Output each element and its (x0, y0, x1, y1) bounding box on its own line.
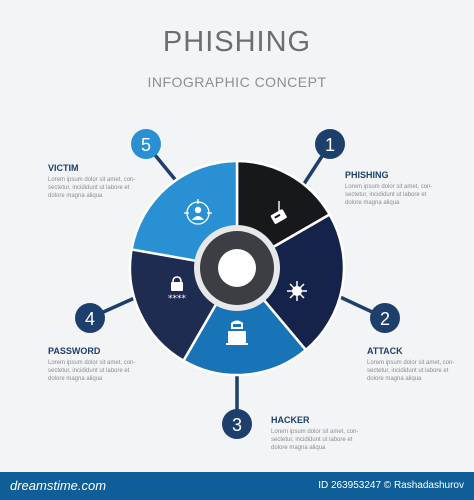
cycle-diagram: **** 1 2 3 4 5 (75, 129, 400, 439)
step-circle-2[interactable]: 2 (370, 303, 400, 333)
svg-text:****: **** (168, 294, 187, 304)
step-circle-4[interactable]: 4 (75, 303, 105, 333)
step-number-5: 5 (141, 135, 151, 155)
description-line: dolore magna aliqua (48, 193, 103, 199)
footer-bar: dreamstime.com ID 263953247 © Rashadashu… (0, 472, 474, 500)
target-person-icon (184, 199, 212, 225)
hacker-laptop-icon (226, 320, 248, 345)
step-label-hacker: HACKER (271, 415, 310, 425)
description-line: Lorem ipsum dolor sit amet, con- (48, 177, 136, 183)
page-subtitle: INFOGRAPHIC CONCEPT (147, 74, 327, 90)
step-label-attack: ATTACK (367, 346, 403, 356)
virus-icon (287, 281, 307, 301)
description-line: sectetur, incididunt ut labore et (345, 192, 427, 198)
step-number-1: 1 (325, 135, 335, 155)
step-description-phishing: Lorem ipsum dolor sit amet, con- sectetu… (345, 183, 437, 207)
description-line: dolore magna aliqua (48, 376, 103, 382)
center-hole (218, 249, 256, 287)
description-line: sectetur, incididunt ut labore et (48, 368, 130, 374)
description-line: sectetur, incididunt ut labore et (271, 437, 353, 443)
step-label-phishing: PHISHING (345, 170, 389, 180)
step-number-2: 2 (380, 309, 390, 329)
footer-brand[interactable]: dreamstime.com (10, 478, 107, 493)
description-line: dolore magna aliqua (367, 376, 422, 382)
step-circle-3[interactable]: 3 (222, 409, 252, 439)
step-label-victim: VICTIM (48, 163, 79, 173)
lock-password-icon: **** (168, 276, 187, 304)
description-line: dolore magna aliqua (345, 200, 400, 206)
step-label-password: PASSWORD (48, 346, 101, 356)
step-description-password: Lorem ipsum dolor sit amet, con- sectetu… (48, 359, 140, 383)
description-line: Lorem ipsum dolor sit amet, con- (271, 429, 359, 435)
step-circle-5[interactable]: 5 (131, 129, 161, 159)
step-description-attack: Lorem ipsum dolor sit amet, con- sectetu… (367, 359, 459, 383)
step-description-victim: Lorem ipsum dolor sit amet, con- sectetu… (48, 176, 140, 200)
description-line: Lorem ipsum dolor sit amet, con- (48, 360, 136, 366)
description-line: sectetur, incididunt ut labore et (48, 185, 130, 191)
step-description-hacker: Lorem ipsum dolor sit amet, con- sectetu… (271, 428, 363, 452)
step-circle-1[interactable]: 1 (315, 129, 345, 159)
step-number-4: 4 (85, 309, 95, 329)
footer-image-id: ID 263953247 © Rashadashurov (318, 480, 464, 491)
description-line: dolore magna aliqua (271, 445, 326, 451)
hook-card-icon (270, 201, 287, 224)
description-line: sectetur, incididunt ut labore et (367, 368, 449, 374)
description-line: Lorem ipsum dolor sit amet, con- (367, 360, 455, 366)
step-number-3: 3 (232, 415, 242, 435)
description-line: Lorem ipsum dolor sit amet, con- (345, 184, 433, 190)
page-title: PHISHING (162, 26, 312, 58)
